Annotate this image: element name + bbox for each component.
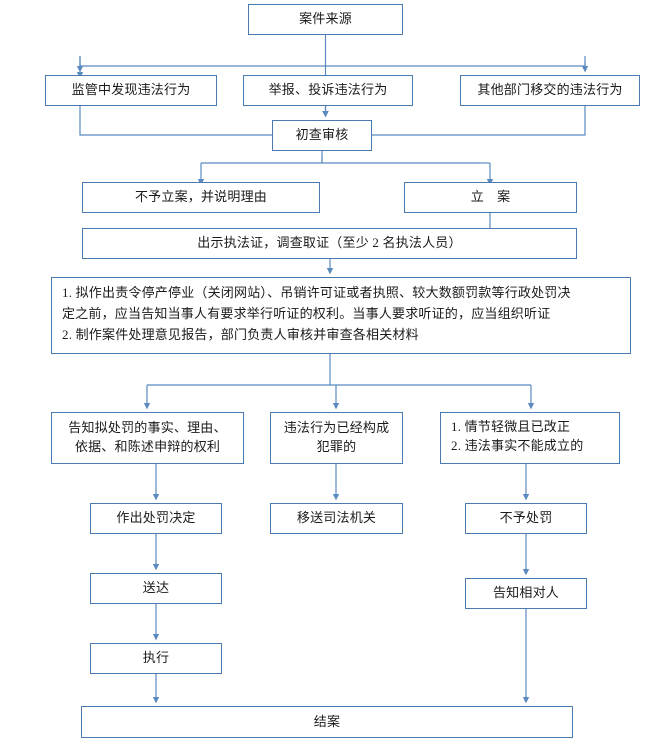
node-label-notify-party: 告知相对人: [492, 585, 559, 601]
edge-transfer-to-merge: [372, 106, 586, 136]
node-label-file-case: 立 案: [470, 189, 511, 205]
edge-discover-to-merge: [79, 106, 272, 136]
node-discover: 监管中发现违法行为: [45, 75, 217, 106]
node-evidence: 出示执法证，调查取证（至少 2 名执法人员）: [82, 228, 577, 259]
node-label-source: 案件来源: [299, 11, 352, 27]
node-label-no-punish: 不予处罚: [499, 510, 553, 526]
node-label-no-case: 不予立案，并说明理由: [134, 189, 267, 205]
node-crime: 违法行为已经构成 犯罪的: [270, 412, 403, 464]
node-label-decision-prep: 1. 拟作出责令停产停业（关闭网站）、吊销许可证或者执照、较大数额罚款等行政处罚…: [62, 285, 571, 343]
node-label-execute: 执行: [142, 650, 170, 666]
node-report: 举报、投诉违法行为: [243, 75, 413, 106]
node-punish: 作出处罚决定: [90, 503, 222, 534]
node-minor: 1. 情节轻微且已改正 2. 违法事实不能成立的: [440, 412, 620, 464]
node-notify-rights: 告知拟处罚的事实、理由、 依据、和陈述申辩的权利: [51, 412, 244, 464]
node-execute: 执行: [90, 643, 222, 674]
node-label-evidence: 出示执法证，调查取证（至少 2 名执法人员）: [197, 235, 462, 251]
node-label-deliver: 送达: [142, 580, 170, 596]
node-label-close: 结案: [313, 713, 341, 729]
node-label-punish: 作出处罚决定: [116, 510, 196, 526]
node-label-report: 举报、投诉违法行为: [268, 82, 388, 98]
node-no-punish: 不予处罚: [465, 503, 587, 534]
node-label-notify-rights: 告知拟处罚的事实、理由、 依据、和陈述申辩的权利: [68, 420, 227, 454]
node-to-judicial: 移送司法机关: [270, 503, 403, 534]
edge-split-bus-top: [79, 56, 586, 67]
node-label-discover: 监管中发现违法行为: [71, 82, 191, 98]
node-label-prelim: 初查审核: [295, 127, 349, 143]
node-label-minor: 1. 情节轻微且已改正 2. 违法事实不能成立的: [451, 418, 584, 454]
node-no-case: 不予立案，并说明理由: [82, 182, 320, 213]
node-label-transfer: 其他部门移交的违法行为: [477, 82, 623, 98]
node-decision-prep: 1. 拟作出责令停产停业（关闭网站）、吊销许可证或者执照、较大数额罚款等行政处罚…: [51, 277, 631, 354]
node-prelim: 初查审核: [272, 120, 372, 151]
node-file-case: 立 案: [404, 182, 577, 213]
node-label-to-judicial: 移送司法机关: [296, 510, 377, 526]
node-transfer: 其他部门移交的违法行为: [460, 75, 640, 106]
node-deliver: 送达: [90, 573, 222, 604]
node-close: 结案: [81, 706, 573, 738]
node-notify-party: 告知相对人: [465, 578, 587, 609]
node-label-crime: 违法行为已经构成 犯罪的: [283, 420, 390, 454]
node-source: 案件来源: [248, 4, 403, 35]
